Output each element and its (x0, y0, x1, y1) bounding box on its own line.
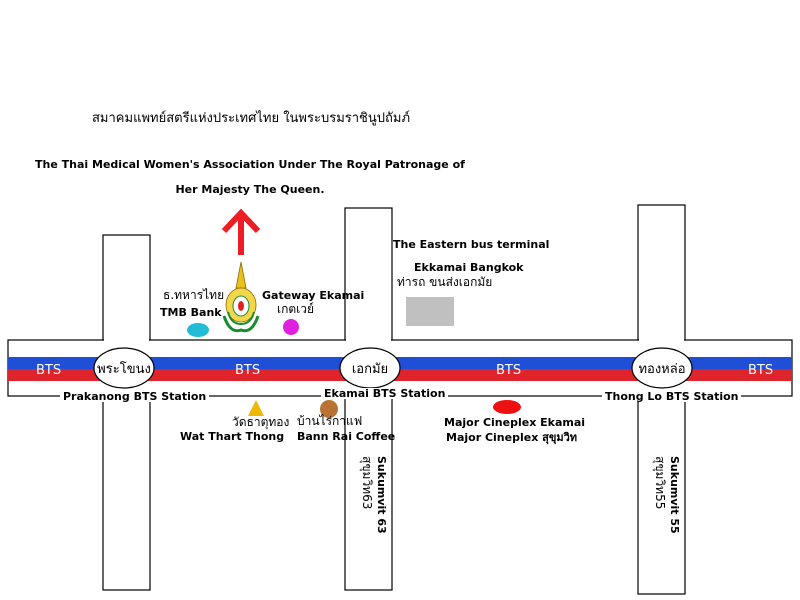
road-prakanong-north (102, 234, 151, 341)
tmb-bank-marker (187, 323, 209, 337)
gateway-thai: เกตเวย์ (277, 302, 315, 316)
road-soi63-thai: สุขุมวิท63 (360, 456, 374, 510)
station-prakanong (93, 347, 155, 389)
cafe-marker (320, 400, 338, 418)
road-soi55-en: Sukumvit 55 (668, 456, 681, 534)
road-label-soi63: Sukumvit 63 สุขุมวิท63 (360, 456, 388, 534)
wat-label: Wat Thart Thong (180, 430, 285, 443)
road-soi63-south (344, 395, 393, 591)
bus-terminal-ekkamai: Ekkamai Bangkok (414, 261, 524, 274)
north-arrow-icon (221, 208, 261, 255)
major-cineplex-ekamai: Major Cineplex Ekamai (444, 416, 586, 429)
road-soi55-north (637, 204, 686, 341)
bus-terminal-block (406, 297, 454, 326)
major-cineplex-sukhumvit: Major Cineplex สุขุมวิท (446, 431, 578, 444)
bts-line-blue (8, 357, 792, 369)
road-soi55-thai: สุขุมวิท55 (653, 456, 667, 510)
station-label-thonglo: Thong Lo BTS Station (602, 391, 742, 402)
bus-terminal-label: The Eastern bus terminal (393, 238, 550, 251)
title-english: The Thai Medical Women's Association Und… (35, 158, 465, 196)
tmb-bank-thai: ธ.ทหารไทย (163, 288, 225, 302)
station-prakanong-name: พระโขนง (97, 361, 151, 377)
road-label-soi55: Sukumvit 55 สุขุมวิท55 (653, 456, 681, 534)
wat-thai: วัดธาตุทอง (232, 415, 290, 429)
wat-marker (248, 400, 264, 416)
bts-line-label: BTS (235, 363, 260, 378)
cafe-thai: บ้านไร่กาแฟ (297, 414, 363, 428)
major-cineplex-marker (493, 400, 521, 414)
bts-line-label: BTS (748, 363, 773, 378)
bus-terminal-thai: ท่ารถ ขนส่งเอกมัย (397, 275, 493, 289)
tmb-bank-label: TMB Bank (160, 306, 222, 319)
road-soi63-en: Sukumvit 63 (375, 456, 388, 534)
station-thonglo (631, 347, 693, 389)
station-label-ekamai: Ekamai BTS Station (321, 388, 449, 399)
station-label-prakanong: Prakanong BTS Station (60, 391, 210, 402)
road-soi55-south (637, 395, 686, 595)
gateway-marker (283, 319, 299, 335)
station-ekamai-name: เอกมัย (352, 362, 388, 377)
road-prakanong-south (102, 395, 151, 591)
road-soi63-north (344, 207, 393, 341)
bts-line-red (8, 369, 792, 381)
station-thonglo-name: ทองหล่อ (638, 362, 685, 377)
title-thai: สมาคมแพทย์สตรีแห่งประเทศไทย ในพระบรมราชิ… (92, 111, 411, 126)
gateway-label: Gateway Ekamai (262, 289, 365, 302)
bts-line-label: BTS (496, 363, 521, 378)
association-emblem-icon (222, 261, 260, 333)
bts-line-label: BTS (36, 363, 61, 378)
cafe-label: Bann Rai Coffee (297, 430, 396, 443)
